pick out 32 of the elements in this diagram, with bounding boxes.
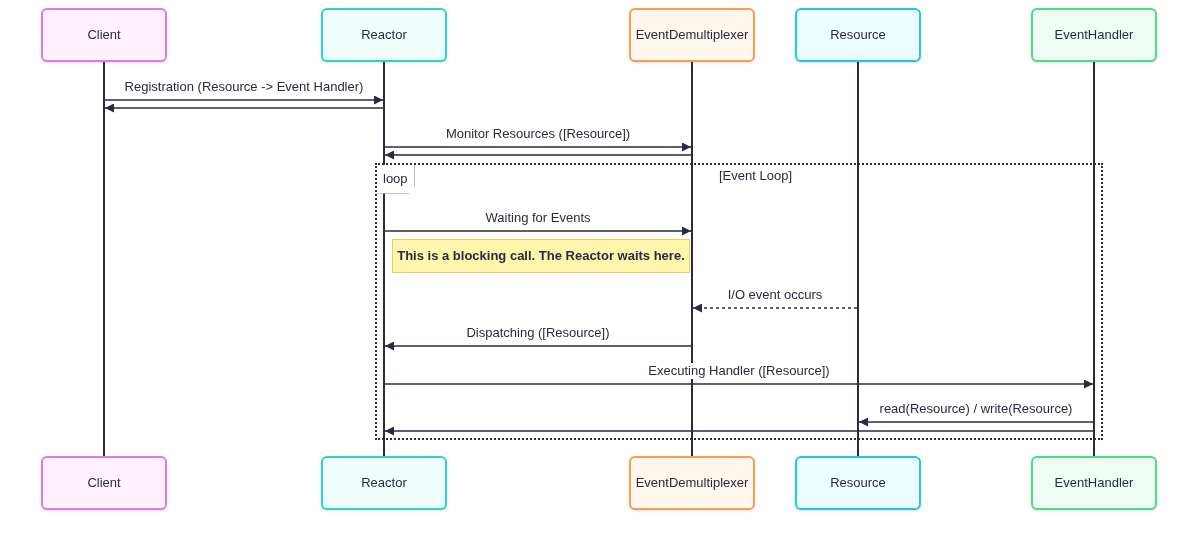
message-arrow	[384, 226, 692, 236]
loop-tag: loop	[377, 165, 415, 194]
participant-box: Client	[41, 456, 167, 510]
message-arrow	[384, 142, 692, 152]
message-arrow	[384, 341, 692, 351]
lifeline	[1093, 62, 1095, 456]
edge-label: Executing Handler ([Resource])	[646, 363, 832, 379]
lifeline	[383, 62, 385, 456]
message-arrow	[858, 417, 1094, 427]
edge-label: Waiting for Events	[483, 210, 593, 226]
message-arrow	[384, 379, 1094, 389]
participant-box: Client	[41, 8, 167, 62]
message-arrow	[104, 103, 384, 113]
note-box: This is a blocking call. The Reactor waits here.	[392, 239, 690, 273]
participant-box: Reactor	[321, 8, 447, 62]
message-arrow	[384, 426, 1094, 436]
participant-box: Resource	[795, 8, 921, 62]
participant-box: Reactor	[321, 456, 447, 510]
edge-label: Dispatching ([Resource])	[464, 325, 612, 341]
lifeline	[103, 62, 105, 456]
message-arrow	[104, 95, 384, 105]
edge-label: read(Resource) / write(Resource)	[877, 401, 1075, 417]
lifeline	[691, 62, 693, 456]
lifeline	[857, 62, 859, 456]
participant-box: EventDemultiplexer	[629, 8, 755, 62]
message-arrow	[692, 303, 858, 313]
participant-box: EventDemultiplexer	[629, 456, 755, 510]
participant-box: Resource	[795, 456, 921, 510]
message-arrow	[384, 150, 692, 160]
participant-box: EventHandler	[1031, 8, 1157, 62]
participant-box: EventHandler	[1031, 456, 1157, 510]
edge-label: Registration (Resource -> Event Handler)	[122, 79, 366, 95]
